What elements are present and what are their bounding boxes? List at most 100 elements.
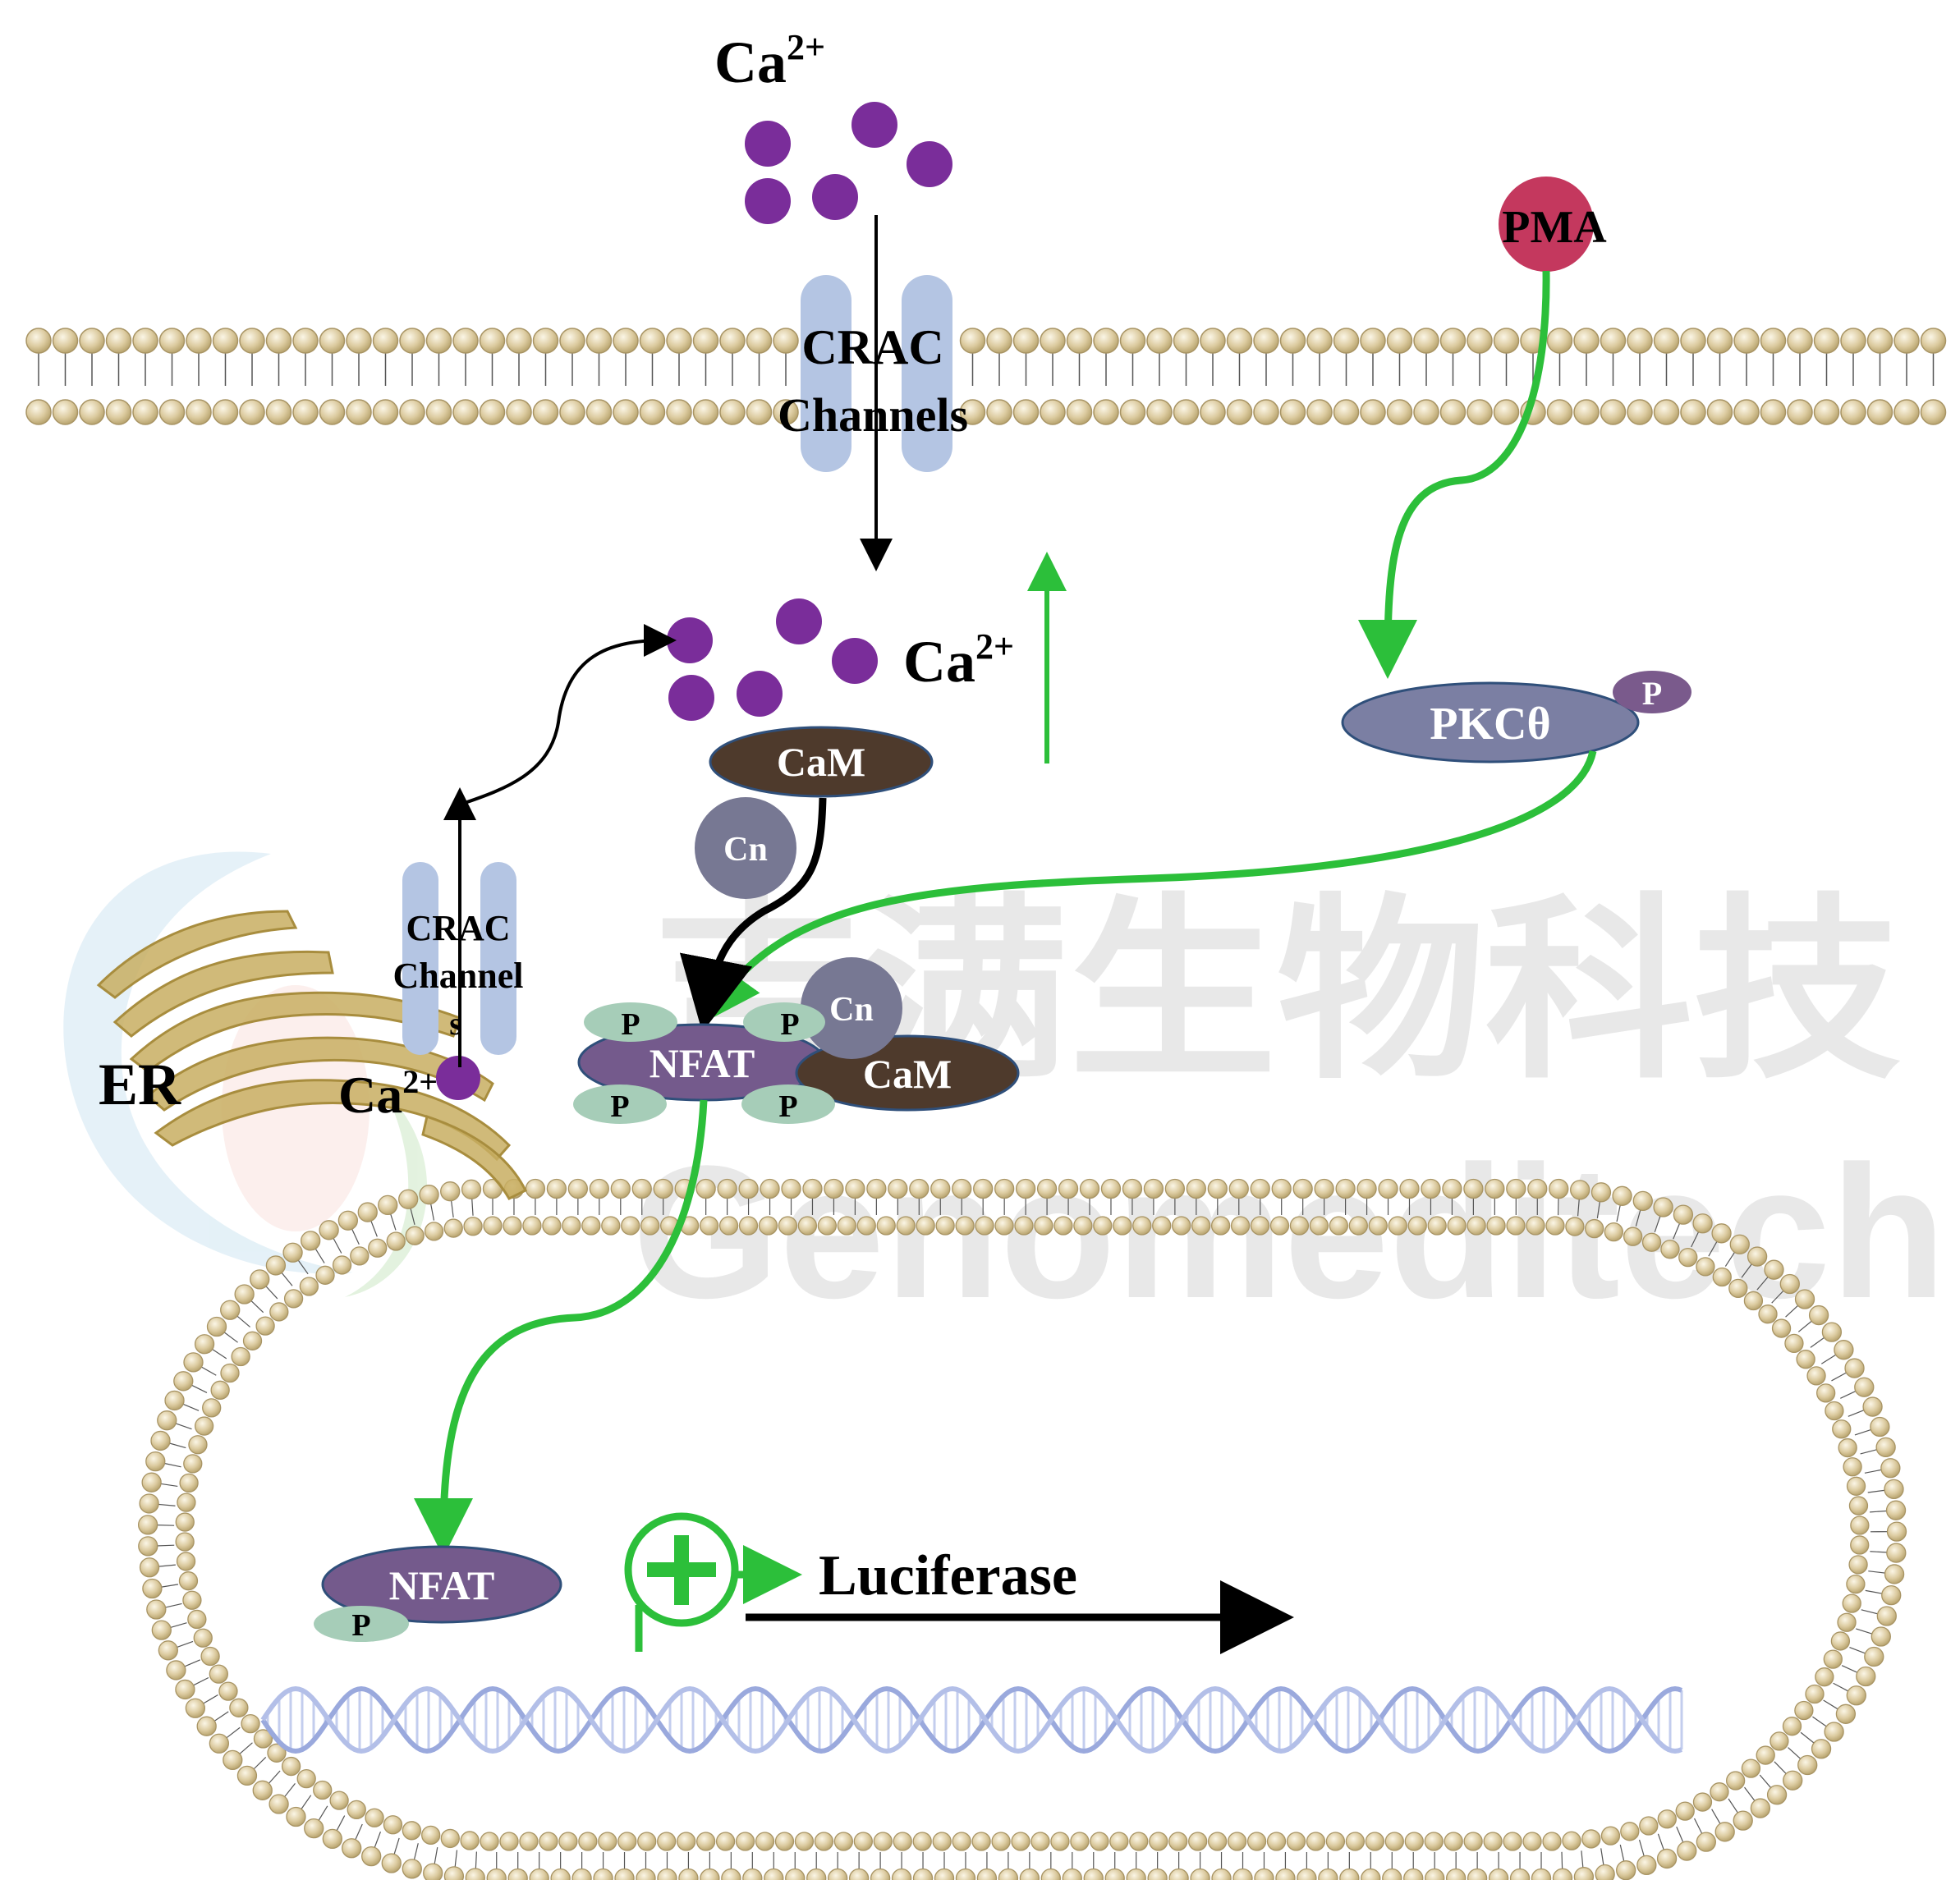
lipid-head <box>132 328 158 354</box>
lipid-head <box>372 399 399 425</box>
lipid-head <box>421 1825 441 1846</box>
lipid-head <box>1506 1216 1526 1236</box>
lipid-head <box>1843 1457 1862 1477</box>
lipid-head <box>994 1216 1014 1236</box>
lipid-head <box>1090 1832 1109 1851</box>
lipid-head <box>1439 328 1467 354</box>
lipid-head <box>1600 328 1627 354</box>
lipid-head <box>269 1794 289 1814</box>
lipid-head <box>350 1246 370 1266</box>
lipid-head <box>105 399 132 425</box>
lipid-head <box>281 1756 301 1777</box>
pma-to-pkc-arrow <box>1358 270 1550 679</box>
lipid-head <box>283 1289 304 1309</box>
lipid-head <box>1813 328 1840 354</box>
lipid-head <box>1711 1223 1732 1244</box>
lipid-head <box>1653 399 1680 425</box>
lipid-head <box>1329 1216 1349 1236</box>
pkc-to-nfat-arrow <box>701 750 1597 1024</box>
lipid-head <box>1186 1178 1206 1199</box>
nfat-phospho-3 <box>573 1084 667 1124</box>
lipid-head <box>930 1178 951 1199</box>
lipid-head <box>1012 399 1040 425</box>
lipid-head <box>585 328 613 354</box>
lipid-head <box>1741 1758 1761 1778</box>
lipid-head <box>1825 1401 1844 1421</box>
lipid-head <box>1365 1832 1384 1851</box>
lipid-head <box>1360 399 1386 425</box>
lipid-head <box>1728 1278 1748 1299</box>
lipid-head <box>746 328 773 354</box>
lipid-head <box>1040 1868 1061 1880</box>
nfat-cytosolic-label: NFAT <box>650 1040 755 1086</box>
lipid-head <box>1850 1535 1870 1555</box>
lipid-head <box>1100 1178 1122 1199</box>
lipid-head <box>183 1454 203 1474</box>
lipid-head <box>1627 328 1653 354</box>
calmodulin-complex-label: CaM <box>863 1051 952 1097</box>
lipid-head <box>1832 1419 1852 1439</box>
lipid-head <box>52 328 79 354</box>
lipid-head <box>1093 399 1119 425</box>
lipid-head <box>959 399 986 425</box>
lipid-head <box>158 1640 178 1661</box>
lipid-head <box>1050 1832 1070 1851</box>
calcium-ions-extracellular <box>745 102 952 224</box>
lipid-head <box>425 328 452 354</box>
nfat-nuclear <box>321 1545 562 1624</box>
lipid-head <box>1806 1366 1826 1386</box>
lipid-head <box>1015 1178 1036 1199</box>
lipid-head <box>1386 328 1413 354</box>
lipid-head <box>1447 1216 1467 1236</box>
lipid-head <box>1846 1476 1866 1496</box>
lipid-head <box>1066 399 1093 425</box>
lipid-head <box>1884 1564 1905 1584</box>
lipid-head <box>1361 1868 1381 1880</box>
lipid-head <box>613 399 639 425</box>
lipid-head <box>1856 1666 1876 1687</box>
lipid-head <box>1467 1216 1486 1236</box>
lipid-head <box>845 1178 865 1199</box>
lipid-head <box>166 1660 186 1681</box>
lipid-head <box>1760 328 1787 354</box>
lipid-head <box>346 328 372 354</box>
nfat-phospho-3-label: P <box>610 1089 629 1124</box>
lipid-head <box>1570 1180 1590 1200</box>
lipid-head <box>177 1493 196 1512</box>
lipid-head <box>1823 1649 1843 1669</box>
pkc-theta-label: PKCθ <box>1430 699 1550 750</box>
lipid-head <box>1173 399 1200 425</box>
lipid-head <box>1467 328 1493 354</box>
nfat-phospho-4 <box>741 1084 835 1124</box>
lipid-head <box>888 1178 908 1199</box>
lipid-head <box>346 399 372 425</box>
lipid-head <box>559 328 585 354</box>
lipid-head <box>239 399 265 425</box>
lipid-head <box>1552 1868 1573 1880</box>
nfat-phospho-2-label: P <box>780 1007 799 1042</box>
lipid-head <box>507 1868 528 1880</box>
lipid-head <box>1854 1377 1875 1397</box>
lipid-head <box>1066 328 1093 354</box>
calcium-label-er: Ca2+ <box>338 1063 438 1124</box>
lipid-head <box>506 328 532 354</box>
lipid-head <box>601 1216 621 1236</box>
lipid-head <box>1168 1868 1189 1880</box>
lipid-head <box>368 1238 388 1258</box>
lipid-head <box>1173 328 1200 354</box>
lipid-head <box>138 1536 158 1557</box>
lipid-head <box>506 399 532 425</box>
lipid-head <box>1549 1178 1569 1199</box>
lipid-head <box>1485 1178 1505 1199</box>
lipid-head <box>1595 1864 1615 1880</box>
lipid-head <box>158 399 186 425</box>
lipid-head <box>1467 1868 1488 1880</box>
lipid-head <box>1503 1832 1522 1851</box>
lipid-head <box>1725 1771 1746 1791</box>
lipid-head <box>440 1828 460 1849</box>
lipid-head <box>621 1216 640 1236</box>
lipid-head <box>1386 399 1413 425</box>
lipid-head <box>52 399 79 425</box>
lipid-head <box>146 1599 167 1620</box>
lipid-head <box>806 1868 827 1880</box>
